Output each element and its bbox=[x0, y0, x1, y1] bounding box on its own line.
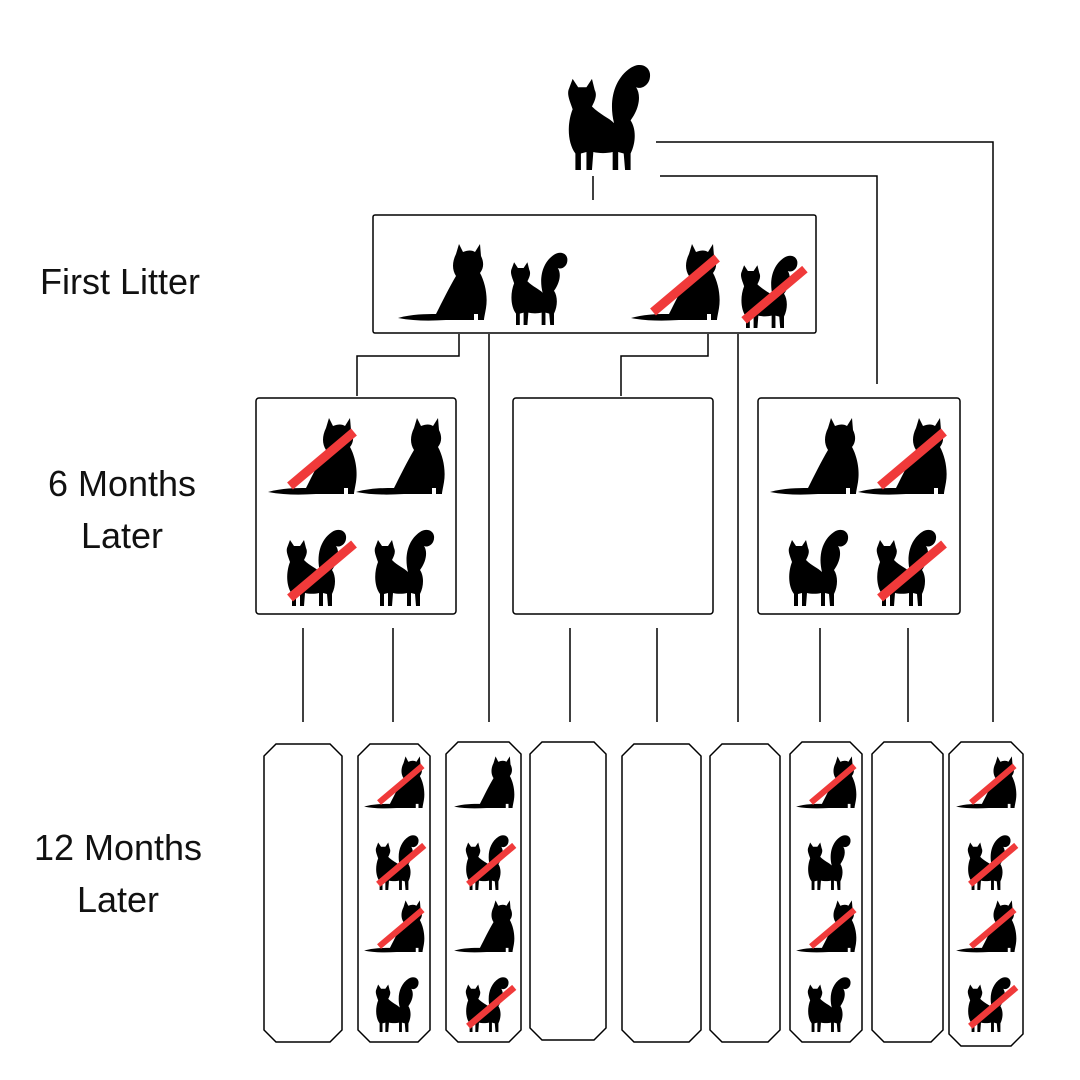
strike-mark bbox=[466, 842, 517, 887]
twelve-months-label: 12 Months Later bbox=[8, 822, 228, 926]
twelve-months-box-7-cat-1 bbox=[796, 756, 857, 809]
twelve-months-box-4 bbox=[529, 741, 607, 1041]
cats-layer bbox=[268, 244, 1019, 1032]
twelve-months-box-3-cat-4 bbox=[465, 977, 517, 1032]
first-litter-label-text: First Litter bbox=[39, 261, 200, 302]
first-litter-cat-4 bbox=[740, 255, 808, 328]
twelve-months-box-3-cat-2 bbox=[465, 835, 517, 890]
six-months-box-3-cat-2 bbox=[858, 418, 947, 495]
strike-mark bbox=[969, 907, 1017, 949]
connector-litter-to-middle-six-months bbox=[620, 334, 709, 396]
six-months-box-2 bbox=[512, 397, 714, 615]
twelve-months-box-6 bbox=[709, 743, 781, 1043]
twelve-months-label-line2: Later bbox=[76, 879, 160, 920]
twelve-months-label-line1: 12 Months bbox=[33, 827, 203, 868]
strike-mark bbox=[969, 763, 1017, 805]
parent-cat-icon bbox=[568, 65, 651, 170]
strike-mark bbox=[877, 540, 947, 602]
strike-mark bbox=[287, 540, 357, 602]
first-litter-cat-3 bbox=[631, 244, 720, 321]
twelve-months-box-3 bbox=[445, 741, 522, 1043]
strike-mark bbox=[377, 907, 425, 949]
twelve-months-box-9-cat-1 bbox=[956, 756, 1017, 809]
first-litter-label: First Litter bbox=[10, 256, 230, 308]
six-months-box-1-cat-1 bbox=[268, 418, 357, 495]
strike-mark bbox=[650, 254, 720, 316]
twelve-months-box-8 bbox=[871, 741, 944, 1043]
six-months-label-line2: Later bbox=[80, 515, 164, 556]
connector-lines bbox=[302, 141, 994, 722]
strike-mark bbox=[376, 842, 427, 887]
strike-mark bbox=[809, 907, 857, 949]
connector-parent-to-right-six-months bbox=[660, 175, 878, 384]
twelve-months-box-9 bbox=[948, 741, 1024, 1047]
twelve-months-box-9-cat-2 bbox=[967, 835, 1019, 890]
strike-mark bbox=[968, 984, 1019, 1029]
strike-mark bbox=[809, 763, 857, 805]
twelve-months-box-2-cat-3 bbox=[364, 900, 425, 953]
twelve-months-box-9-cat-4 bbox=[967, 977, 1019, 1032]
six-months-box-1 bbox=[255, 397, 457, 615]
strike-mark bbox=[877, 428, 947, 490]
six-months-label-line1: 6 Months bbox=[47, 463, 197, 504]
twelve-months-box-1 bbox=[263, 743, 343, 1043]
twelve-months-box-7 bbox=[789, 741, 863, 1043]
six-months-box-1-cat-3 bbox=[286, 529, 357, 606]
strike-mark bbox=[741, 265, 808, 324]
twelve-months-box-2-cat-2 bbox=[375, 835, 427, 890]
twelve-months-box-7-cat-3 bbox=[796, 900, 857, 953]
twelve-months-box-9-cat-3 bbox=[956, 900, 1017, 953]
connector-parent-to-last-twelve-months bbox=[656, 141, 994, 722]
strike-mark bbox=[466, 984, 517, 1029]
strike-mark bbox=[377, 763, 425, 805]
strike-mark bbox=[287, 428, 357, 490]
strike-mark bbox=[968, 842, 1019, 887]
connector-litter-to-left-six-months bbox=[356, 334, 460, 396]
six-months-label: 6 Months Later bbox=[12, 458, 232, 562]
twelve-months-box-5 bbox=[621, 743, 702, 1043]
six-months-box-3-cat-4 bbox=[876, 529, 947, 606]
twelve-months-box-2-cat-1 bbox=[364, 756, 425, 809]
twelve-months-box-2 bbox=[357, 743, 431, 1043]
